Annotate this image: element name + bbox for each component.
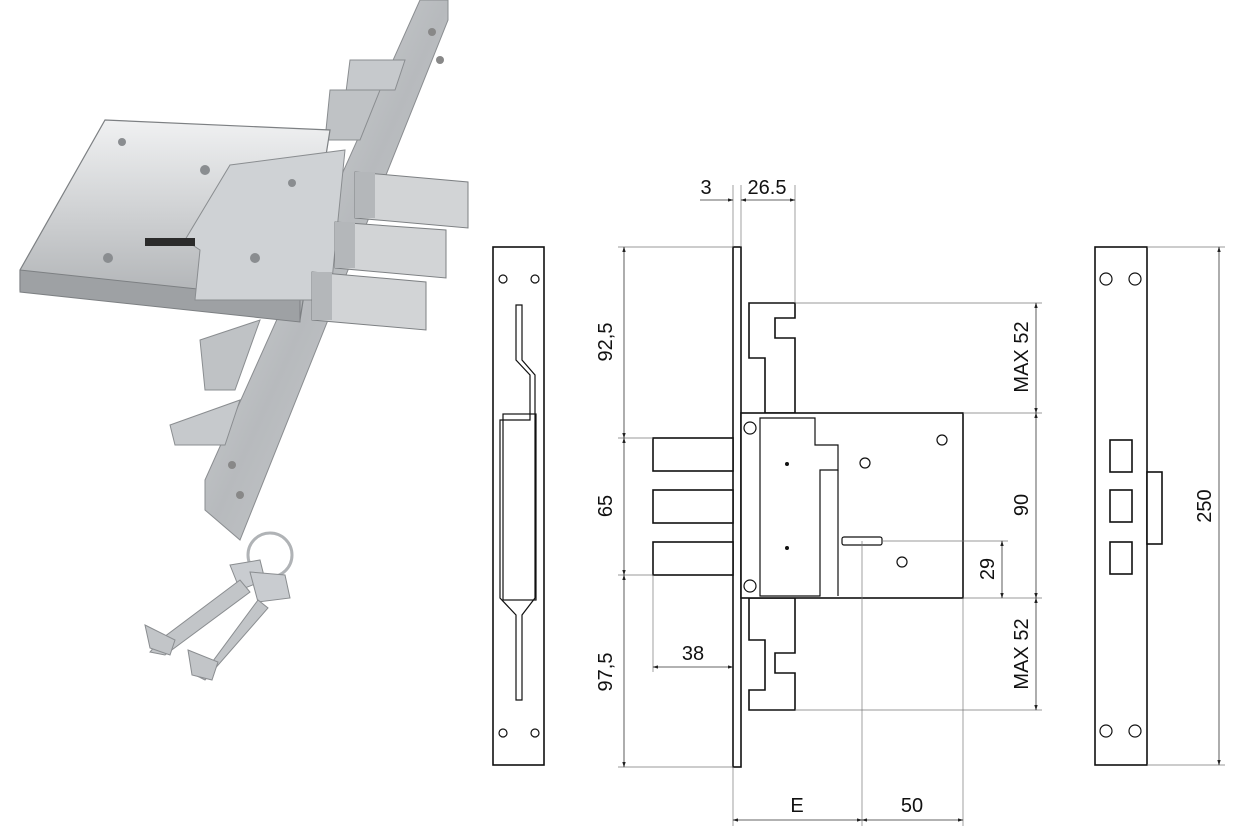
dim-upper-gap: 92,5 <box>595 323 617 362</box>
dim-case-height: 90 <box>1011 494 1033 516</box>
dim-backset: E <box>790 795 803 817</box>
dim-key-offset: 29 <box>977 558 999 580</box>
photo-bolts <box>311 171 469 331</box>
lock-photo <box>19 0 469 681</box>
dim-top-offset: 3 <box>700 177 711 199</box>
photo-keys <box>144 531 294 681</box>
dim-upper-max: MAX 52 <box>1011 321 1033 392</box>
dim-bolt-projection: 26.5 <box>748 177 787 199</box>
dimension-lines <box>618 185 1225 826</box>
dim-bolt-span: 65 <box>595 495 617 517</box>
dim-lower-max: MAX 52 <box>1011 618 1033 689</box>
dim-total-height: 250 <box>1194 489 1216 522</box>
dim-bolt-length: 38 <box>682 643 704 665</box>
dimension-labels: 3 26.5 92,5 65 97,5 38 MAX 52 90 29 MAX … <box>595 177 1216 817</box>
lock-side-view <box>652 246 964 768</box>
dim-lower-gap: 97,5 <box>595 653 617 692</box>
dim-backset-right: 50 <box>901 795 923 817</box>
faceplate-side-view <box>492 246 545 766</box>
lock-front-view <box>1094 246 1163 766</box>
